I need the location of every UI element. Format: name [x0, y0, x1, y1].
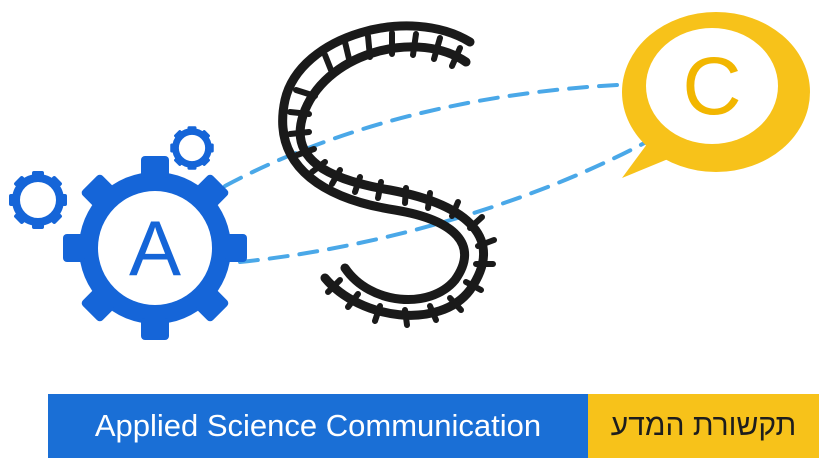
- dashed-connector-line-lower: [238, 138, 652, 264]
- gear-letter: A: [129, 204, 181, 292]
- banner-hebrew-title: תקשורת המדע: [588, 394, 819, 458]
- logo-artwork: A C: [9, 12, 810, 340]
- small-gear-icon: [9, 171, 67, 229]
- title-banner: Applied Science Communication תקשורת המד…: [48, 394, 819, 458]
- banner-english-title: Applied Science Communication: [48, 394, 588, 458]
- small-gear-icon: [170, 126, 214, 170]
- dna-helix-icon: [278, 21, 497, 328]
- gear-icon: A: [63, 156, 247, 340]
- dashed-connector-line-upper: [223, 82, 642, 188]
- bubble-letter: C: [682, 41, 741, 132]
- speech-bubble-icon: C: [622, 12, 810, 178]
